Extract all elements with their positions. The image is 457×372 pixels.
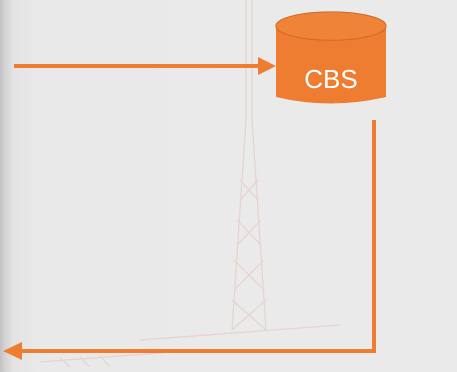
incoming-arrow [14, 57, 276, 75]
outgoing-arrow [3, 120, 376, 360]
database-cylinder-icon [275, 11, 387, 104]
